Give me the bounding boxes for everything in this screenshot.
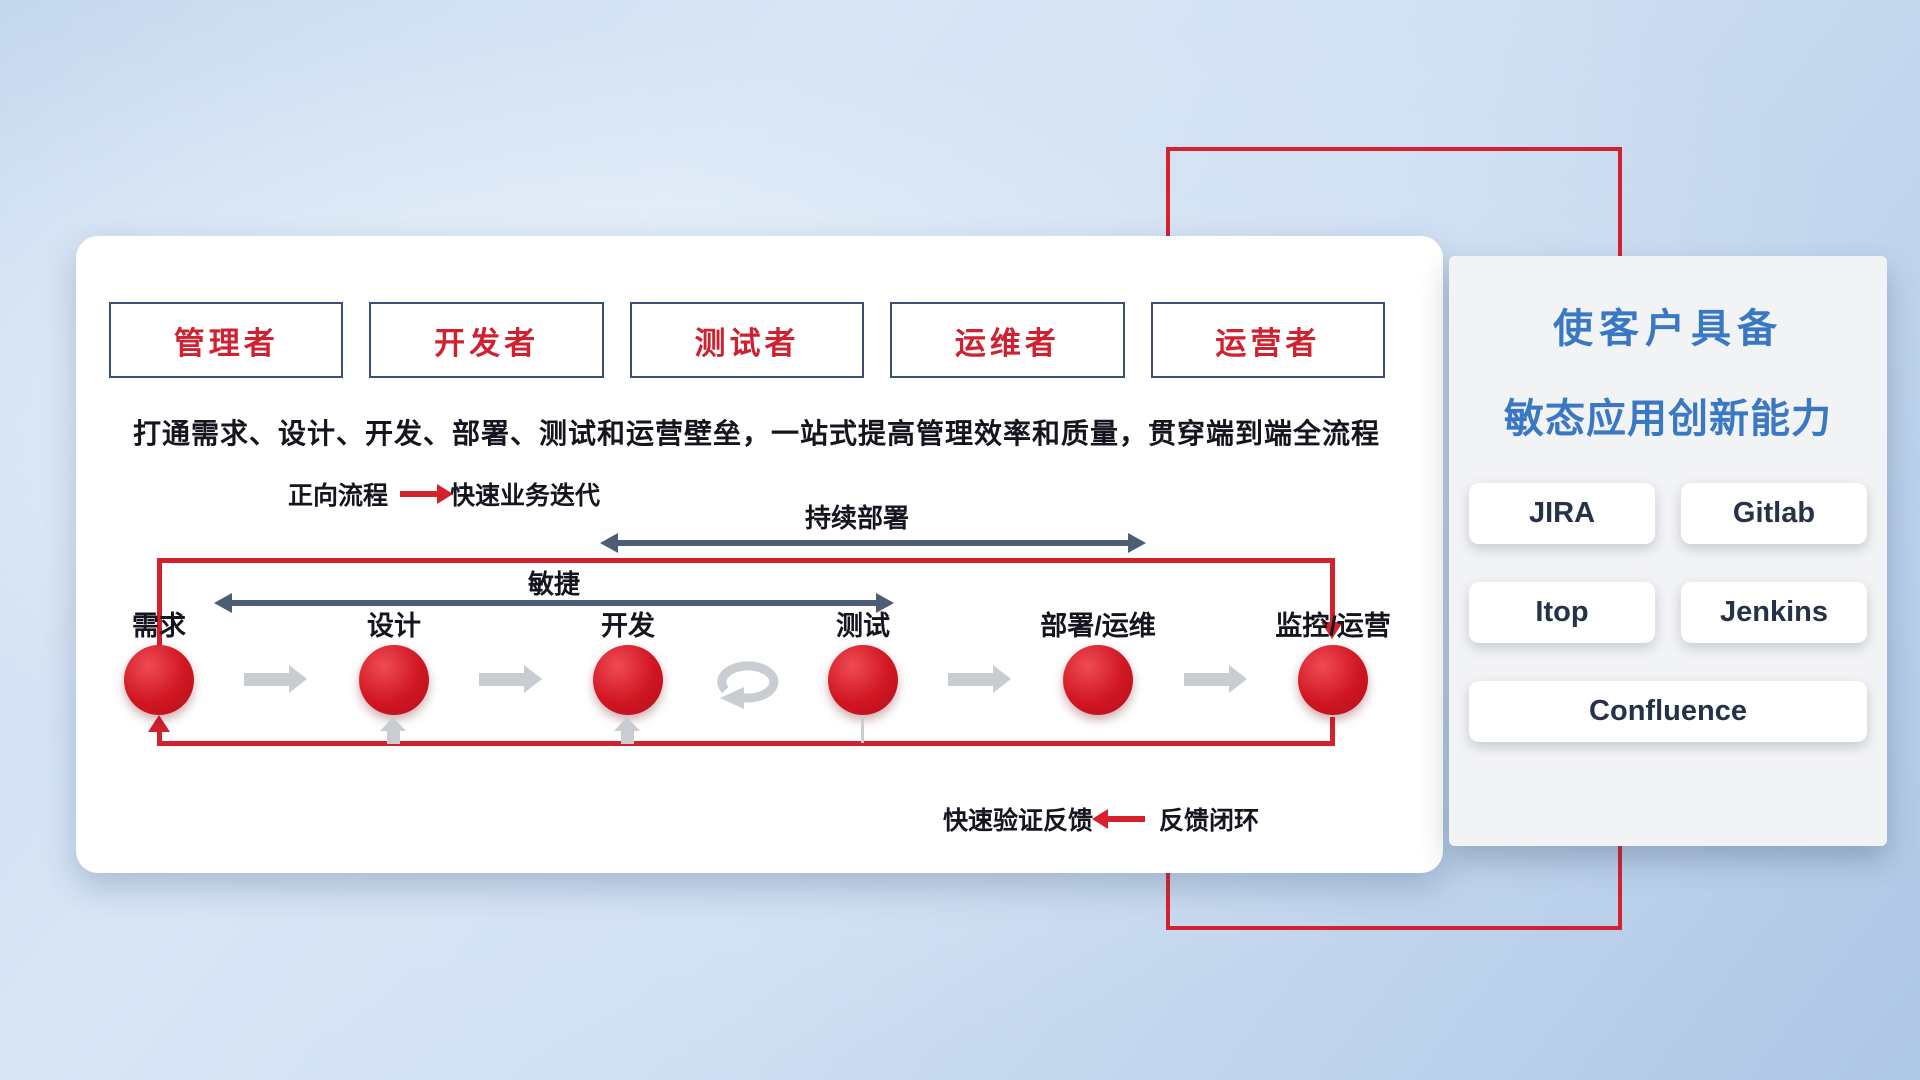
feedback-up-arrow-icon: [380, 717, 406, 744]
test-feedback-connector: [861, 715, 864, 743]
iteration-loop-icon: [708, 654, 788, 715]
role-box-manager: 管理者: [109, 302, 344, 378]
flow-node-design: [359, 645, 429, 715]
forward-flow-label: 正向流程: [288, 482, 389, 510]
flow-node-requirement: [124, 645, 194, 715]
tool-pill-gitlab: Gitlab: [1681, 483, 1867, 544]
continuous-deployment-label: 持续部署: [804, 503, 909, 533]
flow-arrow-icon: [948, 665, 1011, 693]
feedback-up-arrow-icon: [614, 717, 640, 744]
node-label-deploy-ops: 部署/运维: [1040, 611, 1156, 641]
flow-node-test: [828, 645, 898, 715]
role-box-ops: 运维者: [890, 302, 1125, 378]
feedback-legend-text: 快速验证反馈: [943, 807, 1094, 835]
continuous-deployment-arrow-icon: [600, 533, 1146, 553]
flow-arrow-icon: [244, 665, 307, 693]
forward-arrow-icon: [400, 484, 454, 504]
node-label-design: 设计: [367, 611, 421, 641]
flow-node-monitor-operation: [1298, 645, 1368, 715]
feedback-arrow-icon: [1092, 809, 1146, 829]
flow-node-deploy-ops: [1063, 645, 1133, 715]
role-box-developer: 开发者: [369, 302, 604, 378]
node-label-monitor-operation: 监控/运营: [1275, 611, 1391, 641]
flow-node-develop: [593, 645, 663, 715]
agile-label: 敏捷: [527, 569, 580, 599]
roles-row: 管理者 开发者 测试者 运维者 运营者: [109, 302, 1386, 378]
feedback-legend: 快速验证反馈 反馈闭环: [943, 801, 1259, 837]
workflow-description: 打通需求、设计、开发、部署、测试和运营壁垒，一站式提高管理效率和质量，贯穿端到端…: [133, 418, 1381, 449]
node-label-requirement: 需求: [132, 611, 186, 641]
feedback-legend-label: 反馈闭环: [1159, 807, 1260, 835]
role-box-operator: 运营者: [1150, 302, 1386, 378]
forward-flow-text: 快速业务迭代: [450, 482, 601, 510]
flow-arrow-icon: [479, 665, 542, 693]
flow-arrow-icon: [1184, 665, 1247, 693]
agile-arrow-icon: [214, 593, 894, 613]
forward-loop-line: [1330, 558, 1335, 624]
forward-loop-line: [157, 558, 162, 648]
tool-pill-itop: Itop: [1469, 582, 1655, 643]
feedback-loop-line: [157, 741, 1335, 746]
tool-pill-jira: JIRA: [1469, 483, 1655, 544]
panel-title-line2: 敏态应用创新能力: [1504, 397, 1832, 441]
node-label-test: 测试: [836, 611, 890, 641]
feedback-loop-line: [1330, 717, 1335, 746]
forward-flow-legend: 正向流程 快速业务迭代: [288, 476, 600, 512]
role-box-tester: 测试者: [629, 302, 865, 378]
tool-pill-jenkins: Jenkins: [1681, 582, 1867, 643]
node-label-develop: 开发: [601, 611, 655, 641]
panel-title-line1: 使客户具备: [1553, 307, 1783, 351]
tool-pill-confluence: Confluence: [1469, 681, 1867, 742]
feedback-loop-line: [157, 731, 162, 746]
tools-grid: JIRA Gitlab Itop Jenkins Confluence: [1469, 483, 1867, 742]
feedback-loop-arrowhead-icon: [148, 715, 170, 732]
forward-loop-arrowhead-icon: [1321, 622, 1343, 639]
workflow-card: 管理者 开发者 测试者 运维者 运营者 打通需求、设计、开发、部署、测试和运营壁…: [76, 236, 1443, 873]
capability-panel: 使客户具备 敏态应用创新能力 JIRA Gitlab Itop Jenkins …: [1449, 256, 1887, 846]
forward-loop-line: [157, 558, 1335, 563]
